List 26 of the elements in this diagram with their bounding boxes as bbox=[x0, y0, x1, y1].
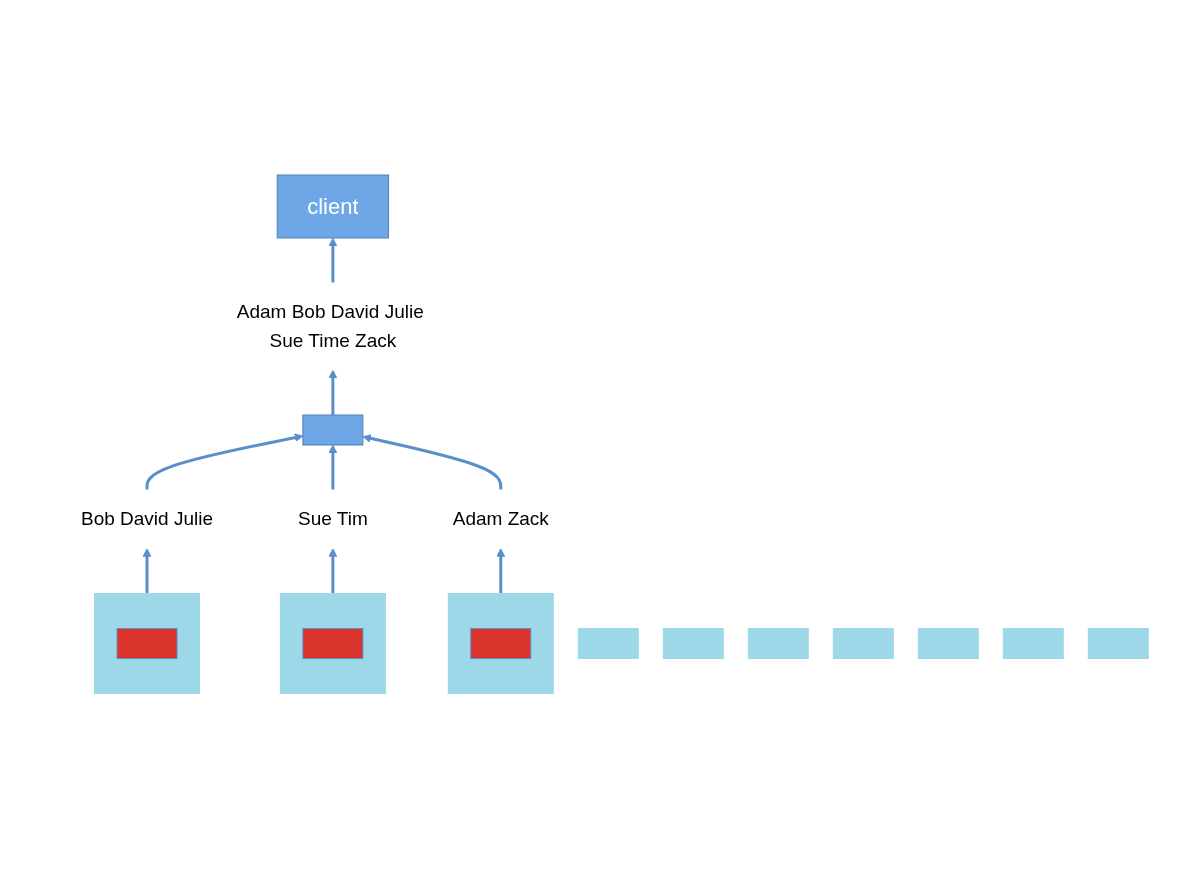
cluster bbox=[93, 593, 200, 695]
cluster bbox=[447, 593, 554, 695]
arrow bbox=[328, 444, 338, 491]
node-box bbox=[1087, 628, 1149, 660]
cluster bbox=[279, 593, 386, 695]
node-box bbox=[577, 628, 639, 660]
node-bar bbox=[470, 628, 532, 660]
arrow bbox=[142, 548, 152, 594]
arrow bbox=[328, 237, 338, 284]
node-box: client bbox=[276, 174, 389, 239]
node-box bbox=[747, 628, 809, 660]
arrow bbox=[328, 548, 338, 594]
node-bar bbox=[116, 628, 178, 660]
node-text: Adam Zack bbox=[452, 508, 549, 530]
node-box bbox=[662, 628, 724, 660]
node-text: Adam Bob David Julie Sue Time Zack bbox=[236, 301, 424, 351]
node-text: Sue Tim bbox=[297, 508, 368, 530]
arrow bbox=[328, 369, 338, 416]
node-box bbox=[832, 628, 894, 660]
arrow bbox=[496, 548, 506, 594]
node-box bbox=[917, 628, 979, 660]
node-box bbox=[1002, 628, 1064, 660]
node-bar bbox=[302, 628, 364, 660]
node-box bbox=[302, 414, 364, 446]
node-text: Bob David Julie bbox=[80, 508, 213, 530]
arrow bbox=[145, 433, 304, 491]
